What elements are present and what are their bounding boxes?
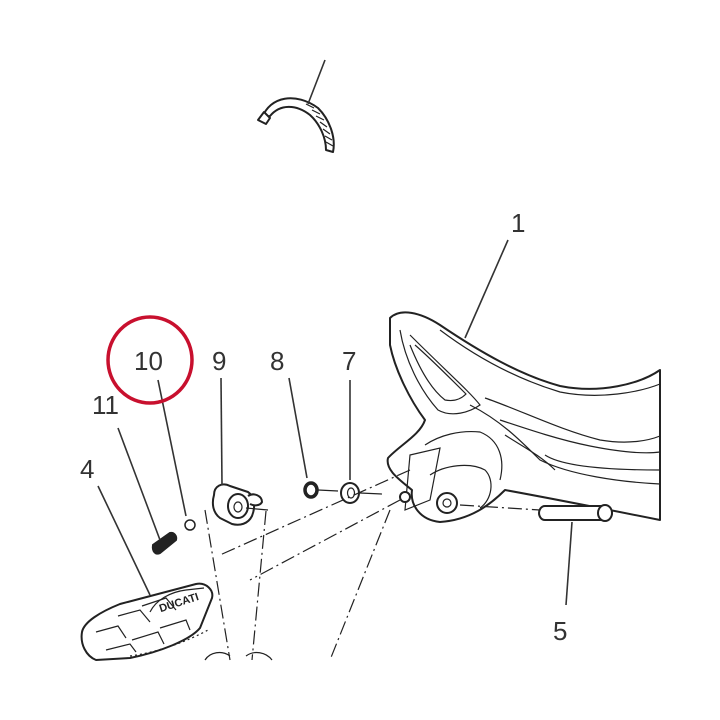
part-11-spring[interactable]	[117, 427, 178, 555]
label-part-7: 7	[342, 346, 356, 376]
label-part-4: 4	[80, 454, 94, 484]
leader-4	[97, 485, 151, 596]
part-8-retaining-ring[interactable]	[288, 377, 339, 499]
lower-bracket-partial	[204, 651, 273, 661]
label-part-1: 1	[511, 208, 525, 238]
label-part-9: 9	[212, 346, 226, 376]
leader-1	[464, 239, 509, 339]
label-part-10: 10	[134, 346, 163, 376]
part-7-washer[interactable]	[340, 380, 383, 504]
highlight-circle-part-10	[106, 315, 194, 405]
leader-8	[288, 377, 308, 479]
leader-11	[117, 427, 161, 541]
part-9-spring-bushing[interactable]	[204, 377, 269, 661]
assembly-axis-lines	[219, 469, 411, 661]
leader-9	[220, 377, 223, 486]
pin-hole	[399, 491, 411, 503]
part-5-pivot-pin[interactable]	[459, 504, 613, 606]
label-part-8: 8	[270, 346, 284, 376]
leader-5	[565, 521, 573, 606]
leader-clip	[307, 59, 326, 105]
cable-tie-clip[interactable]	[257, 59, 335, 153]
part-1-footpeg-bracket[interactable]	[386, 239, 661, 523]
part-4-footpeg[interactable]: DUCATI	[80, 485, 214, 661]
label-part-11: 11	[92, 390, 119, 420]
label-part-5: 5	[553, 616, 567, 646]
pivot-hole	[436, 492, 458, 514]
